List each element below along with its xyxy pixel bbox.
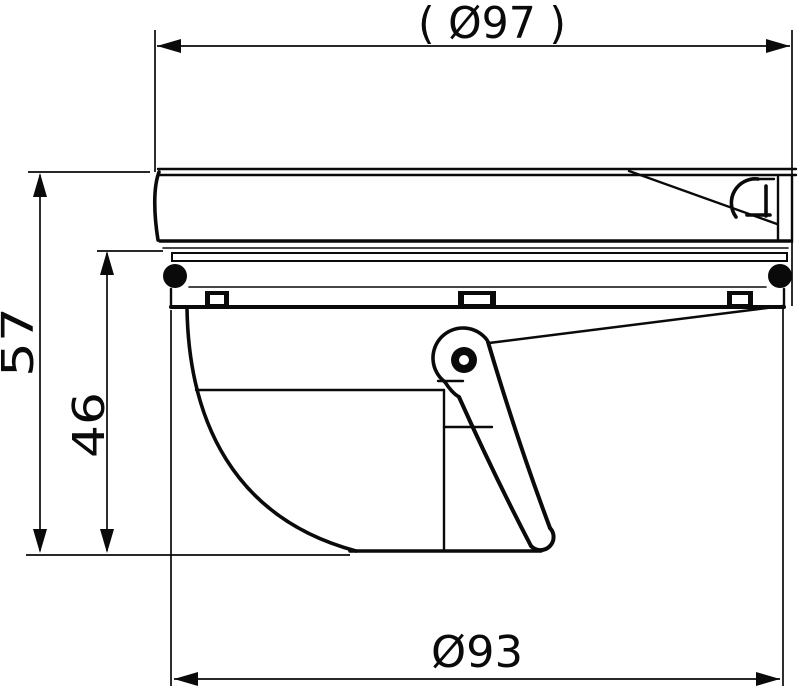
- lift-handle-arc: [729, 177, 760, 219]
- clip-right-inner: [732, 295, 748, 304]
- arrow-right-icon: [766, 39, 790, 53]
- gasket-plate: [171, 252, 788, 262]
- bottom-diameter-label: Ø93: [431, 627, 523, 678]
- arrow-left-icon: [174, 672, 198, 686]
- funnel-body: [185, 304, 785, 553]
- arrow-left-icon: [157, 39, 181, 53]
- hinge-curl: [431, 326, 489, 384]
- top-diameter-dimension: ( Ø97 ): [154, 0, 793, 306]
- arrow-right-icon: [756, 672, 780, 686]
- funnel-left-curve: [185, 307, 358, 553]
- flap-inner-edge: [457, 395, 533, 548]
- arrow-down-icon: [33, 529, 47, 553]
- lid-left-edge: [152, 170, 161, 242]
- overall-height-dimension: 57: [0, 171, 350, 556]
- hinge-pivot-hole: [459, 355, 469, 365]
- flap-outer-edge: [486, 340, 552, 530]
- o-ring-left: [163, 264, 187, 288]
- inner-height-dimension: 46: [64, 250, 163, 553]
- outlet-slope-line: [487, 304, 785, 345]
- overall-height-label: 57: [0, 307, 44, 377]
- bottom-diameter-dimension: Ø93: [170, 308, 784, 686]
- backflow-flap: [431, 326, 556, 553]
- inner-height-label: 46: [64, 392, 115, 458]
- o-ring-right: [768, 264, 792, 288]
- hinge-curl-joint: [443, 380, 461, 399]
- lid-cover: [152, 167, 798, 249]
- seal-and-frame: [163, 252, 792, 309]
- arrow-up-icon: [100, 251, 114, 275]
- top-diameter-label: ( Ø97 ): [418, 0, 566, 49]
- arrow-up-icon: [33, 173, 47, 197]
- arrow-down-icon: [100, 529, 114, 553]
- flap-tip: [529, 526, 556, 553]
- clip-middle-inner: [464, 295, 490, 304]
- clip-left-inner: [210, 295, 224, 304]
